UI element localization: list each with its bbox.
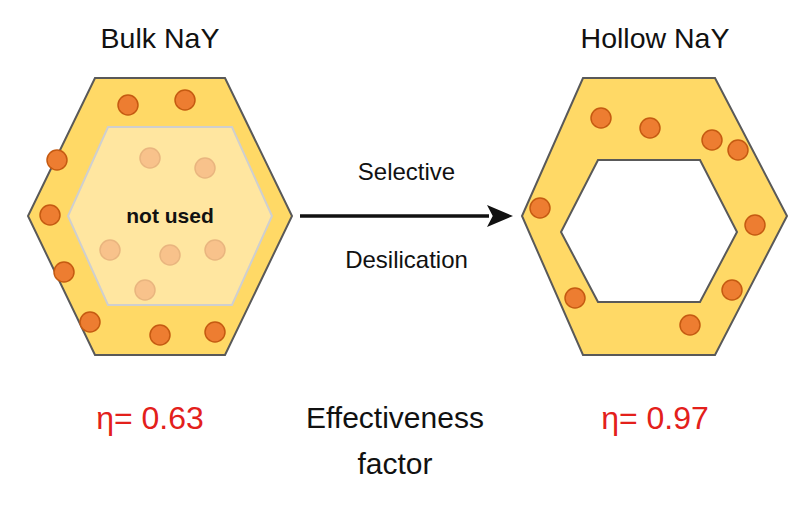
region-label: not used xyxy=(126,203,214,228)
active-site xyxy=(530,198,550,218)
unused-core: not used xyxy=(65,125,275,307)
arrow-shaft xyxy=(300,214,489,218)
active-site xyxy=(640,118,660,138)
hexagon xyxy=(561,160,737,302)
active-site xyxy=(728,140,748,160)
zeolite-crystal: Bulk NaY not used xyxy=(20,10,300,362)
crystal-title: Hollow NaY xyxy=(515,18,795,58)
active-site xyxy=(80,312,100,332)
active-site xyxy=(40,205,60,225)
active-site xyxy=(565,288,585,308)
active-site xyxy=(591,108,611,128)
hexagon-outline xyxy=(515,10,795,362)
hollow-crystal: Hollow NaY xyxy=(515,10,795,362)
active-site xyxy=(205,322,225,342)
arrow-head xyxy=(487,205,513,227)
active-site xyxy=(702,130,722,150)
active-site xyxy=(118,95,138,115)
effectiveness-caption: Effectiveness factor xyxy=(280,395,510,487)
active-site xyxy=(150,325,170,345)
active-site xyxy=(175,90,195,110)
crystal-title: Bulk NaY xyxy=(20,18,300,58)
effectiveness-value: η= 0.63 xyxy=(50,396,250,440)
arrow-label: Selective Desilication xyxy=(332,128,482,304)
active-site xyxy=(47,150,67,170)
active-site xyxy=(722,280,742,300)
effectiveness-value: η= 0.97 xyxy=(555,396,755,440)
active-site xyxy=(54,262,74,282)
hexagon xyxy=(28,78,292,355)
process-arrow xyxy=(300,205,513,227)
hexagon xyxy=(68,127,272,305)
hexagon xyxy=(522,78,787,355)
active-site xyxy=(680,315,700,335)
active-site xyxy=(745,215,765,235)
